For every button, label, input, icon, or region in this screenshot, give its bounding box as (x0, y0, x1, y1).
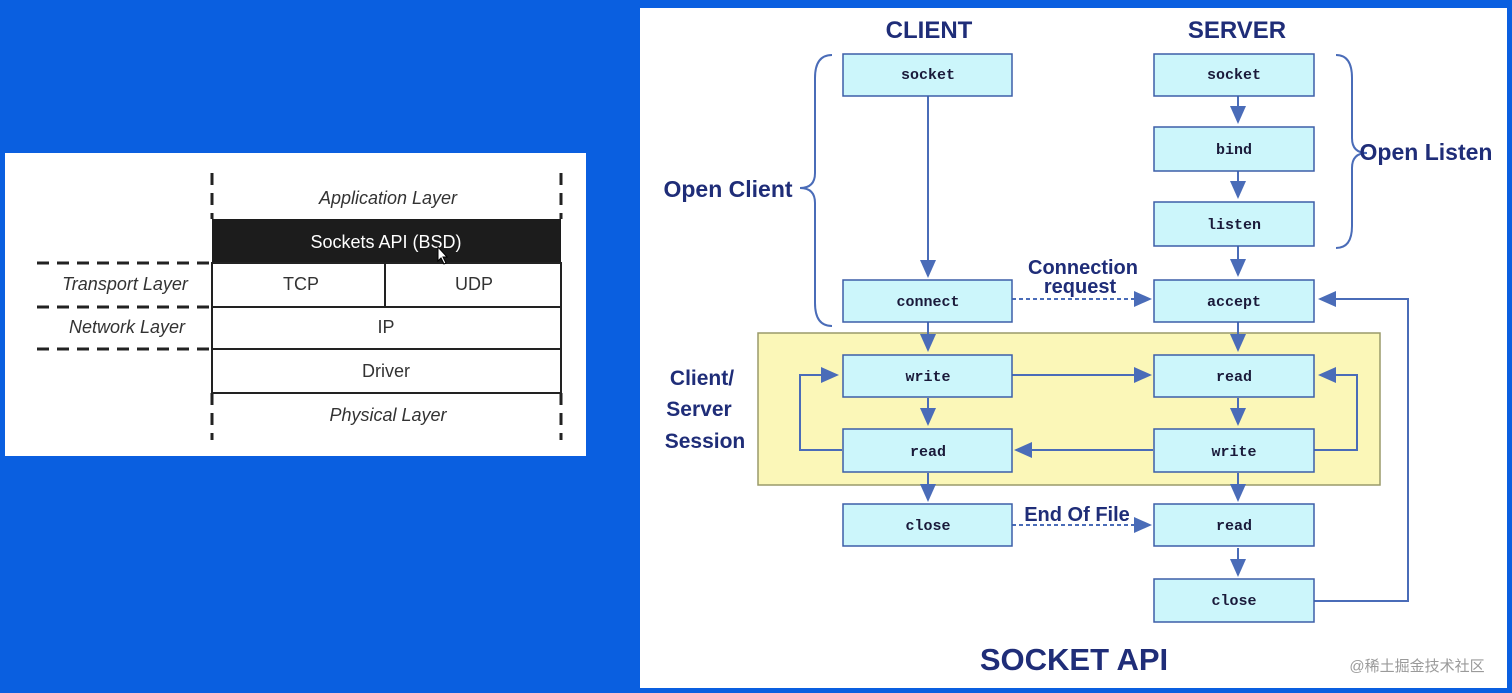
client-write-box (842, 354, 1013, 398)
server-accept-label: accept (1207, 294, 1261, 311)
server-write-label: write (1211, 444, 1256, 461)
session-label-line1: Client/ (670, 367, 734, 390)
network-layer-label: Network Layer (69, 317, 186, 337)
driver-label: Driver (362, 361, 410, 381)
client-socket-label: socket (901, 67, 955, 84)
client-write-label: write (905, 369, 950, 386)
layer-diagram-panel: Application Layer Sockets API (BSD) Tran… (5, 153, 586, 456)
server-bind-label: bind (1216, 142, 1252, 159)
sockets-api-label: Sockets API (BSD) (310, 232, 461, 252)
server-header: SERVER (1188, 17, 1286, 44)
server-restart-arrow (1314, 291, 1409, 602)
server-listen-box (1153, 201, 1315, 247)
ip-label: IP (377, 317, 394, 337)
open-client-brace (799, 54, 833, 327)
server-socket-label: socket (1207, 67, 1261, 84)
server-listen-label: listen (1207, 217, 1261, 234)
connection-request-line1: Connection (1028, 257, 1138, 279)
open-listen-brace (1335, 54, 1368, 249)
client-close-label: close (905, 518, 950, 535)
client-read-box (842, 428, 1013, 473)
udp-label: UDP (455, 274, 493, 294)
server-read2-box (1153, 503, 1315, 547)
server-bind-box (1153, 126, 1315, 172)
server-accept-box (1153, 279, 1315, 323)
open-client-label: Open Client (663, 176, 792, 202)
sockets-api-bar (212, 219, 561, 263)
client-connect-label: connect (896, 294, 959, 311)
client-read-label: read (910, 444, 946, 461)
client-loop-arrow (799, 367, 842, 451)
network-row (211, 306, 562, 350)
session-label-line2: Server (666, 398, 731, 421)
socket-api-title: SOCKET API (980, 642, 1168, 677)
watermark: @稀土掘金技术社区 (1349, 658, 1484, 675)
socket-api-panel: CLIENT SERVER Open Client Open Listen Cl… (640, 8, 1507, 688)
server-write-box (1153, 428, 1315, 473)
end-of-file-label: End Of File (1024, 504, 1130, 526)
driver-row (211, 348, 562, 394)
client-socket-box (842, 53, 1013, 97)
transport-layer-label: Transport Layer (62, 274, 189, 294)
mouse-cursor-icon (437, 245, 449, 265)
server-read2-label: read (1216, 518, 1252, 535)
transport-row (211, 262, 562, 308)
client-connect-box (842, 279, 1013, 323)
client-close-box (842, 503, 1013, 547)
server-socket-box (1153, 53, 1315, 97)
session-label-line3: Session (665, 430, 746, 453)
connection-request-line2: request (1044, 276, 1117, 298)
server-close-box (1153, 578, 1315, 623)
client-header: CLIENT (886, 17, 973, 44)
physical-layer-label: Physical Layer (329, 405, 447, 425)
open-listen-label: Open Listen (1360, 139, 1493, 165)
server-loop-arrow (1314, 367, 1358, 451)
server-close-label: close (1211, 593, 1256, 610)
application-layer-label: Application Layer (318, 188, 458, 208)
layer-diagram: Application Layer Sockets API (BSD) Tran… (37, 173, 563, 440)
server-read-label: read (1216, 369, 1252, 386)
socket-api-diagram: CLIENT SERVER Open Client Open Listen Cl… (663, 17, 1493, 677)
server-read-box (1153, 354, 1315, 398)
tcp-label: TCP (283, 274, 319, 294)
